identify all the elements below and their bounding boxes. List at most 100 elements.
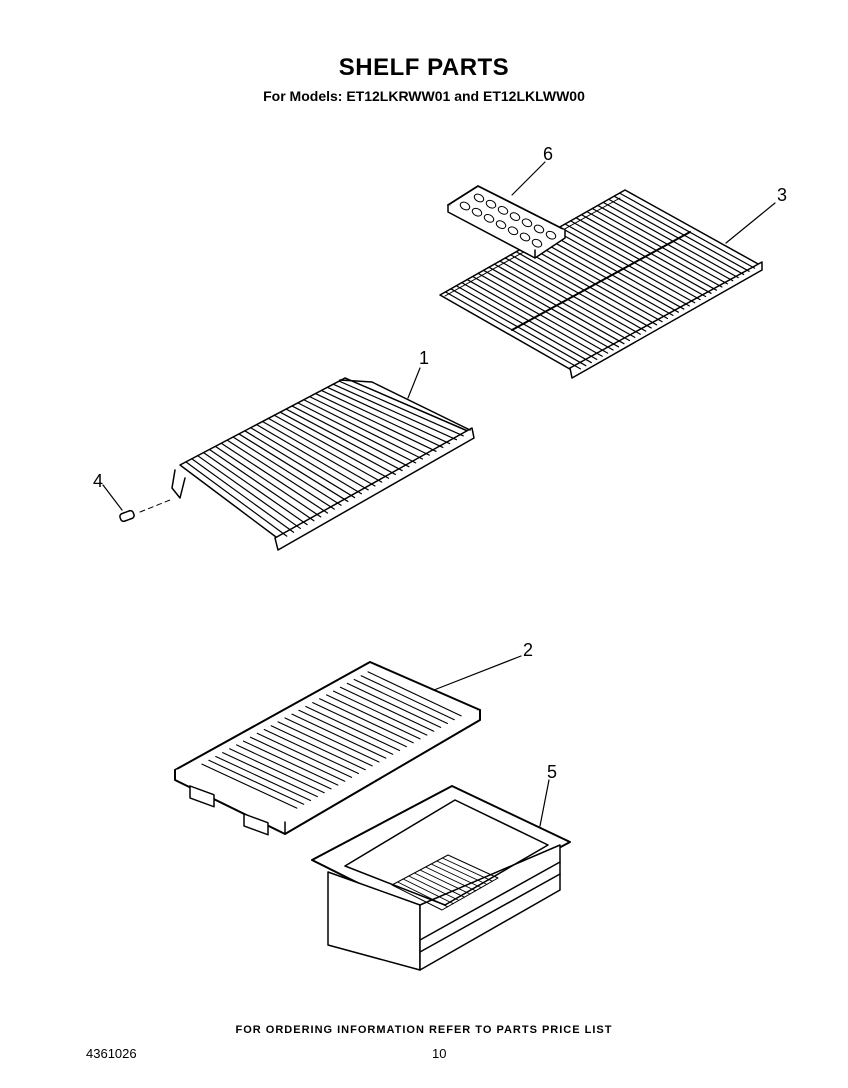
shelf-wire <box>559 226 696 304</box>
part-1-wire-shelf <box>171 377 475 551</box>
shelf-wire <box>297 402 417 464</box>
cover-slot <box>339 686 435 732</box>
cover-slot <box>277 721 373 767</box>
shelf-wire <box>580 214 718 291</box>
ice-cube-cup <box>521 218 533 228</box>
shelf-wire <box>303 399 424 460</box>
ice-cube-cup <box>497 206 509 215</box>
cover-slot <box>263 728 360 775</box>
shelf-wire <box>332 383 458 441</box>
callout-5: 5 <box>547 762 558 782</box>
shelf-wire <box>291 405 410 468</box>
cover-slot <box>249 736 346 782</box>
shelf-wire <box>244 430 356 499</box>
shelf-wire <box>261 420 376 487</box>
drawer-rib <box>413 872 465 898</box>
cover-slot <box>291 713 387 759</box>
ice-cube-cup <box>473 193 485 203</box>
shelf-wire <box>586 211 723 288</box>
cover-slot <box>353 678 449 725</box>
shelf-wire <box>338 380 464 437</box>
callout-2: 2 <box>523 640 534 660</box>
models-subtitle: For Models: ET12LKRWW01 and ET12LKLWW00 <box>263 88 585 104</box>
ice-cube-cup <box>459 201 471 211</box>
shelf-wire <box>537 238 674 316</box>
shelf-wire <box>542 235 679 313</box>
part-4-clip <box>119 499 171 523</box>
callout-6: 6 <box>543 144 554 164</box>
drawer-rib <box>436 860 488 885</box>
cover-slot <box>222 752 318 798</box>
cover-slot <box>284 717 380 763</box>
cover-slot <box>298 709 394 755</box>
shelf-wire <box>575 217 712 294</box>
ice-cube-cup <box>509 212 521 221</box>
cover-slot <box>325 694 421 740</box>
shelf-wire <box>591 207 728 285</box>
shelf-wire <box>597 204 734 282</box>
shelf-wire <box>214 445 322 518</box>
shelf-wire <box>608 198 745 276</box>
ice-cube-cup <box>483 214 495 223</box>
cover-slot <box>215 755 312 802</box>
leader-lines <box>102 161 776 827</box>
cover-slot <box>201 763 298 809</box>
shelf-wire <box>613 195 750 272</box>
shelf-wire <box>602 201 739 279</box>
shelf-wire <box>279 411 396 476</box>
cover-slot <box>270 725 366 771</box>
ice-cube-cup <box>533 224 545 234</box>
part-2-cover-shelf <box>174 661 481 836</box>
cover-slot <box>305 705 401 752</box>
ice-cube-cup <box>519 232 531 242</box>
ice-cube-cup <box>495 220 507 229</box>
cover-slot <box>229 748 325 794</box>
shelf-wire <box>232 436 342 506</box>
callout-3: 3 <box>777 185 788 205</box>
cover-slot <box>360 675 455 721</box>
shelf-wire <box>238 433 349 503</box>
shelf-wire <box>285 408 403 472</box>
ice-cube-cup <box>507 226 519 236</box>
shelf-wire <box>564 223 701 301</box>
page-number: 10 <box>432 1046 447 1061</box>
shelf-wire <box>326 386 451 445</box>
cover-slot <box>367 671 462 717</box>
shelf-wire <box>256 424 369 491</box>
shelf-wire <box>185 461 288 537</box>
drawer-rib <box>441 857 493 882</box>
cover-slot <box>312 702 407 748</box>
shelf-wire <box>273 414 390 479</box>
ice-cube-cup <box>471 207 483 217</box>
cover-slot <box>242 740 339 786</box>
part-6-ice-tray <box>447 185 566 259</box>
part-3-wire-shelf <box>439 189 763 379</box>
cover-slot <box>256 732 353 778</box>
shelf-wire <box>267 417 383 483</box>
shelf-wire <box>309 396 430 456</box>
shelf-wire <box>569 220 707 298</box>
drawer-rib <box>430 863 482 889</box>
document-number: 4361026 <box>86 1046 137 1061</box>
shelf-wire <box>618 192 756 269</box>
shelf-wire <box>208 448 315 522</box>
drawer-rib <box>402 878 454 905</box>
drawer-rib <box>419 869 471 895</box>
shelf-wire <box>553 229 690 307</box>
ice-cube-cup <box>531 238 543 248</box>
cover-slot <box>332 690 428 736</box>
callout-1: 1 <box>419 348 430 368</box>
drawer-rib <box>397 881 449 908</box>
ice-cube-cup <box>485 199 497 209</box>
shelf-wire <box>202 451 308 526</box>
shelf-wire <box>320 389 444 449</box>
shelf-wire <box>220 442 329 514</box>
cover-slot <box>346 682 442 728</box>
page-title: SHELF PARTS <box>338 54 510 81</box>
ice-cube-cup <box>545 230 557 240</box>
shelf-wire <box>191 458 295 533</box>
cover-slot <box>235 744 332 790</box>
ordering-note: FOR ORDERING INFORMATION REFER TO PARTS … <box>235 1024 613 1036</box>
callout-4: 4 <box>93 471 104 491</box>
